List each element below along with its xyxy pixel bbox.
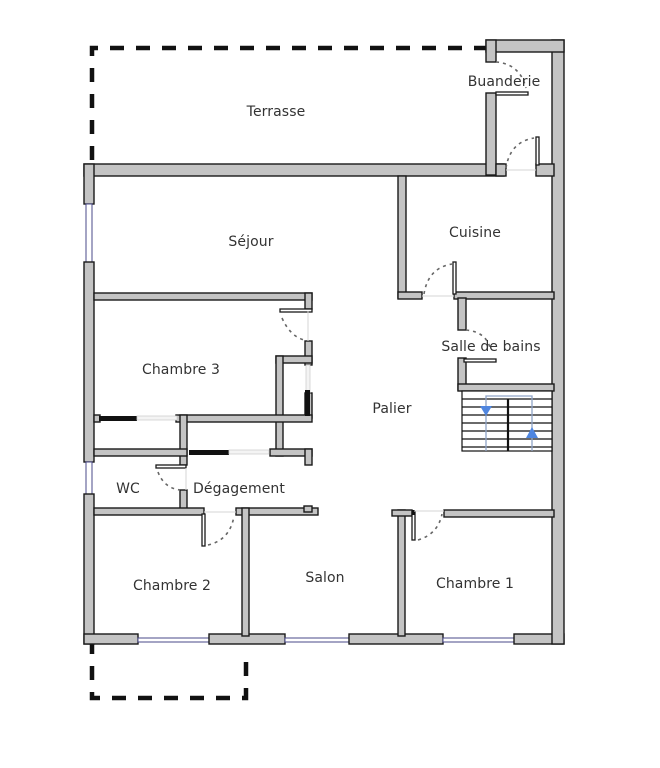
doors xyxy=(99,261,497,547)
door-swing xyxy=(495,61,527,89)
closet-slide-door[interactable] xyxy=(189,450,229,455)
closet-slide-door[interactable] xyxy=(99,416,137,421)
closet-slide-door[interactable] xyxy=(305,390,310,416)
room-label-chambre-3: Chambre 3 xyxy=(141,362,221,378)
window-chambre-1 xyxy=(442,637,515,643)
interior-walls xyxy=(93,175,555,637)
terrace-outline xyxy=(89,45,490,160)
door-salle-de-bains[interactable] xyxy=(463,358,497,363)
room-label-degagement: Dégagement xyxy=(193,481,285,497)
door-chambre-1[interactable] xyxy=(411,511,416,541)
lower-outdoor-outline xyxy=(89,640,249,701)
staircase xyxy=(461,390,553,452)
door-wc[interactable] xyxy=(155,464,187,469)
window-salon xyxy=(284,637,350,643)
window-wc xyxy=(85,461,93,495)
room-label-cuisine: Cuisine xyxy=(449,225,501,241)
outer-walls xyxy=(83,39,565,645)
room-label-chambre-1: Chambre 1 xyxy=(435,576,515,592)
door-chambre-2[interactable] xyxy=(201,513,206,547)
window-chambre-2 xyxy=(137,637,211,643)
room-label-wc: WC xyxy=(116,481,140,497)
down-arrow-icon xyxy=(480,406,492,416)
room-label-chambre-2: Chambre 2 xyxy=(132,578,212,594)
door-buanderie-inner[interactable] xyxy=(535,136,540,166)
door-cuisine[interactable] xyxy=(452,261,457,295)
room-label-sejour: Séjour xyxy=(228,234,274,250)
door-chambre-3[interactable] xyxy=(279,308,313,313)
room-label-terrasse: Terrasse xyxy=(246,104,306,120)
door-swing xyxy=(505,137,535,169)
room-label-buanderie: Buanderie xyxy=(467,74,541,90)
up-arrow-icon xyxy=(526,427,538,438)
room-label-salle-de-bains: Salle de bains xyxy=(441,339,541,355)
room-label-salon: Salon xyxy=(305,570,345,586)
door-buanderie-terrace[interactable] xyxy=(495,91,529,96)
window-sejour xyxy=(85,203,93,263)
room-label-palier: Palier xyxy=(372,401,412,417)
